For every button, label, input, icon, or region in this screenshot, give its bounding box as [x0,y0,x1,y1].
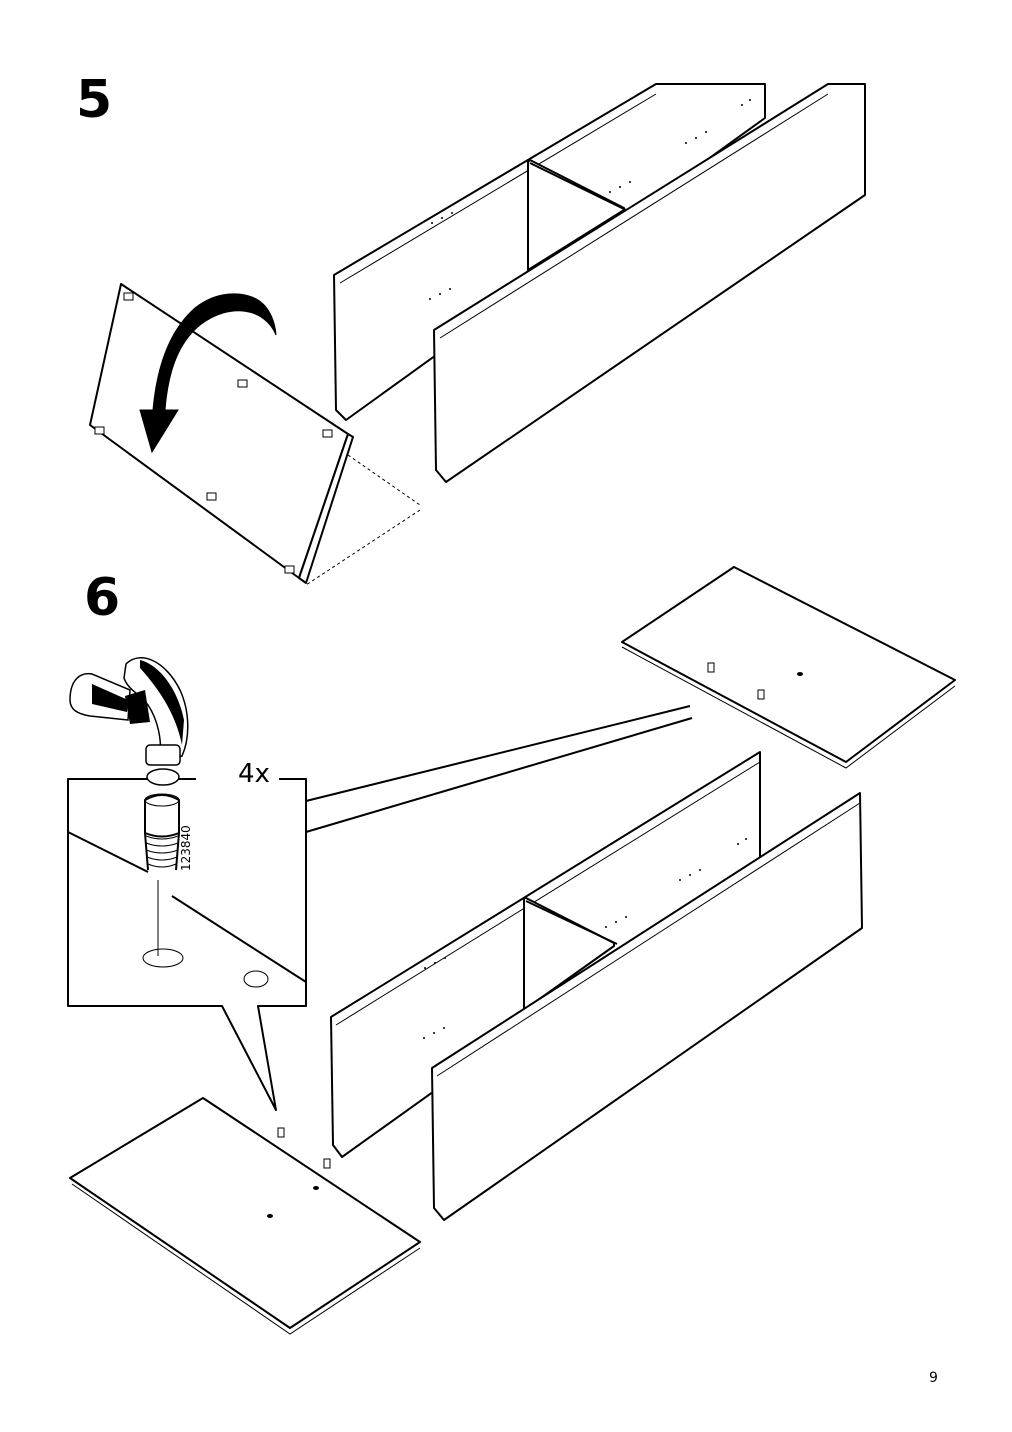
step5-cabinet-frame [333,83,866,483]
part-number: 123840 [179,825,193,871]
rotate-arrow-icon [139,293,277,454]
detail-callout [67,705,693,1111]
step6-top-panel [621,566,956,769]
step6-cabinet-frame [330,751,863,1221]
dowel-peg [144,793,180,871]
page-number: 9 [929,1370,938,1386]
step-number: 6 [84,568,121,628]
step5-bottom-panel [89,283,421,586]
hammer-icon [69,657,189,786]
step-number: 5 [76,70,113,130]
step6-bottom-panel [69,1097,421,1335]
quantity-label: 4x [234,761,274,787]
